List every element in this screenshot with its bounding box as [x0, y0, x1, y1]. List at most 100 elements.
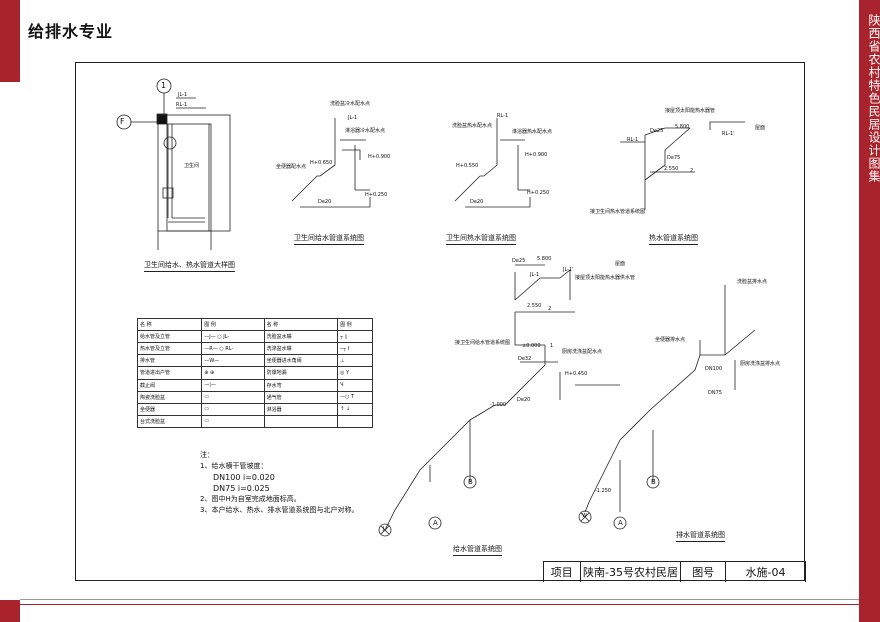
wss-label-12: 厨房洗涤盆配水点 [562, 349, 603, 355]
footer-red-rule [20, 604, 859, 605]
hws-label-5: De25 [650, 128, 664, 134]
hw-label-5: H+0.250 [527, 190, 550, 196]
ws-label-4: H+0.650 [310, 160, 333, 166]
legend-cell: 存水弯 [263, 378, 339, 392]
legend-cell: ▭ [201, 402, 265, 416]
hw-label-0: 洗脸盆热水配水点 [452, 123, 493, 129]
ws-label-7: De20 [318, 199, 332, 205]
legend-cell: 给水管及立管 [136, 330, 203, 344]
hws-label-3: RL-1 [627, 137, 639, 143]
title-block-project-label: 项目 [544, 562, 581, 582]
grid-letter: F [120, 117, 125, 126]
wss-label-15: -1.000 [490, 402, 507, 408]
hws-label-2: 5.800 [675, 124, 690, 130]
note-item: 1、给水横干管坡度： [200, 462, 268, 470]
hws-label-1: 屋面 [755, 125, 766, 131]
hw-label-6: De20 [470, 199, 484, 205]
ws-label-0: 洗脸盆冷水配水点 [330, 101, 371, 107]
hws-label-8: 2 [690, 168, 694, 174]
legend-cell: —R— ○ RL- [201, 342, 265, 356]
legend-cell: —J— ○ JL- [201, 330, 265, 344]
legend-cell: 通气管 [263, 390, 339, 404]
hws-label-0: 接屋顶太阳能热水器管 [665, 108, 716, 114]
ws-label-3: H+0.900 [368, 154, 391, 160]
legend-cell: 管道进出户管 [136, 366, 203, 380]
water-supply-system-iso [378, 264, 620, 537]
wss-label-10: 1 [550, 343, 554, 349]
wss-label-2: JL-1 [530, 272, 540, 278]
drainage-system-iso [578, 285, 756, 530]
wss-label-4: 接屋顶太阳能热水器供水管 [575, 275, 636, 281]
caption-bath-water-supply: 卫生间给水管道系统图 [294, 233, 364, 245]
legend-cell: ▭ [201, 414, 265, 429]
wss-label-13: H+0.450 [565, 371, 588, 377]
page-title: 给排水专业 [28, 22, 114, 41]
hws-label-9: 接卫生间热水管道系统图 [590, 209, 646, 215]
wss-label-7: 2 [548, 306, 552, 312]
legend-row: 给水管及立管—J— ○ JL-洗脸盆水嘴┬ ▯ [136, 330, 373, 344]
legend-cell: 洗涤盆水嘴 [263, 342, 339, 356]
hw-label-3: H+0.900 [525, 152, 548, 158]
legend-table: 名 称 图 例 名 称 图 例 给水管及立管—J— ○ JL-洗脸盆水嘴┬ ▯ … [136, 317, 373, 429]
legend-cell: 坐便器进水角阀 [263, 354, 339, 368]
ds-label-2: 厨房洗涤盆排水点 [740, 361, 781, 367]
legend-cell: —|— [201, 378, 265, 392]
wss-label-6: 2.550 [527, 303, 542, 309]
room-label: 卫生间 [184, 163, 200, 169]
title-block: 项目 陕南-35号农村民居 图号 水施-04 [543, 561, 807, 582]
legend-cell: ▭ [201, 390, 265, 404]
ws-label-2: JL-1 [348, 115, 358, 121]
notes: 注： 1、给水横干管坡度： DN100 i=0.020 DN75 i=0.025… [200, 450, 358, 516]
legend-row: 坐便器▭淋浴器↑ ↓ [136, 402, 373, 416]
ds-label-5: -1.250 [595, 488, 612, 494]
legend-header: 图 例 [201, 317, 265, 332]
legend-cell: —○ T [337, 390, 373, 404]
caption-hot-water-system: 热水管道系统图 [649, 233, 698, 245]
ds-label-6: A [618, 519, 623, 527]
side-band-title: 陕西省农村特色民居设计图集 [867, 14, 880, 183]
bath-hot-water-iso [454, 118, 531, 208]
ds-label-0: 洗脸盆排水点 [737, 279, 768, 285]
legend-row: 台式洗脸盆▭ [136, 414, 373, 429]
hws-label-7: 2.550 [664, 166, 679, 172]
legend-cell: ⊕ ⊕ [201, 366, 265, 380]
note-item: DN100 i=0.020 [213, 473, 275, 482]
drawing-frame [75, 62, 805, 581]
hws-label-4: RL-1' [722, 131, 735, 137]
footer-accent-bar [0, 600, 20, 622]
note-item: 2、图中H为自室完成地面标高。 [200, 495, 301, 503]
legend-cell: ↑ ↓ [337, 402, 373, 416]
wss-label-16: A [433, 519, 438, 527]
legend-cell: ┬ ▯ [337, 330, 373, 344]
ws-label-6: 坐便器配水点 [276, 164, 307, 170]
wss-label-11: De32 [518, 356, 532, 362]
hw-label-4: H+0.550 [456, 163, 479, 169]
riser-label-rl: RL-1 [176, 102, 188, 108]
caption-bath-hot-water: 卫生间热水管道系统图 [446, 233, 516, 245]
bath-water-supply-iso [291, 118, 371, 208]
wss-label-17: B [468, 478, 473, 486]
bathroom-detail-plan [116, 78, 231, 250]
wss-label-5: De25 [512, 258, 526, 264]
ws-label-1: 淋浴器冷水配水点 [345, 128, 386, 134]
riser-label-jl: JL-1 [178, 92, 188, 98]
legend-header: 名 称 [263, 317, 339, 332]
legend-cell: 陶瓷洗脸盆 [136, 390, 203, 404]
note-item: DN75 i=0.025 [213, 484, 270, 493]
wss-label-1: 5.800 [537, 256, 552, 262]
legend-row: 热水管及立管—R— ○ RL-洗涤盆水嘴─┬ I [136, 342, 373, 356]
legend-cell: 台式洗脸盆 [136, 414, 203, 429]
legend-cell: —W— [201, 354, 265, 368]
legend-cell: 防爆地漏 [263, 366, 339, 380]
wss-label-14: De20 [517, 397, 531, 403]
legend-cell: ◎ Y [337, 366, 373, 380]
wss-label-8: 接卫生间给水管道系统图 [455, 340, 511, 346]
footer-gray-rule [20, 599, 859, 600]
ds-label-3: DN100 [705, 366, 723, 372]
legend-cell: 洗脸盆水嘴 [263, 330, 339, 344]
note-item: 3、本户给水、热水、排水管道系统图与北户对称。 [200, 506, 359, 514]
legend-row: 陶瓷洗脸盆▭通气管—○ T [136, 390, 373, 404]
legend-cell: 热水管及立管 [136, 342, 203, 356]
